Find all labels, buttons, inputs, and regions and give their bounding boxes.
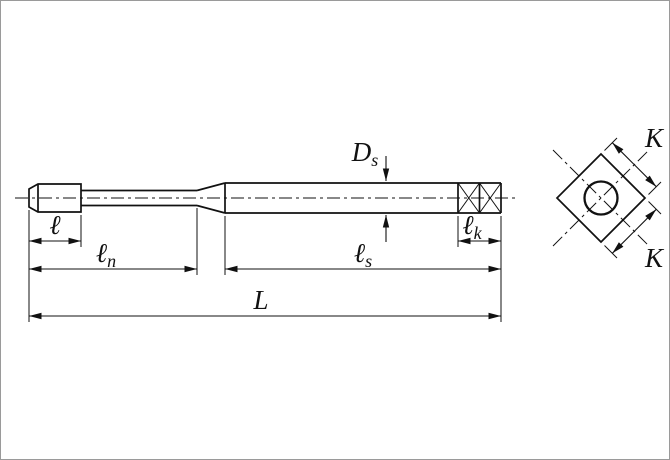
square-drive-crosshatch <box>457 182 502 214</box>
overall-length-label: L <box>252 285 268 315</box>
shank-diameter-label: Ds <box>351 137 379 170</box>
square-length-label: ℓk <box>462 210 482 243</box>
dimension-square-length: ℓk <box>458 210 501 245</box>
dimension-shank-diameter: Ds <box>351 137 390 242</box>
square-width-top-label: K <box>644 123 665 153</box>
neck-length-label: ℓn <box>96 238 116 271</box>
taper-bottom <box>196 204 226 214</box>
shank-circle <box>583 180 619 216</box>
square-end-view: K K <box>552 123 665 273</box>
square-width-bottom-label: K <box>644 243 665 273</box>
dimension-overall-length: L <box>29 285 501 320</box>
thread-length-label: ℓ <box>49 210 61 240</box>
dimension-square-width-bottom: K <box>604 201 665 273</box>
dimension-neck-length: ℓn <box>29 238 197 273</box>
tap-side-view <box>15 182 517 214</box>
dimension-square-width-top: K <box>604 123 665 195</box>
taper-top <box>196 182 226 192</box>
shank-length-label: ℓs <box>354 238 372 271</box>
dimension-shank-length: ℓs <box>225 238 501 273</box>
dimension-thread-length: ℓ <box>29 210 81 245</box>
